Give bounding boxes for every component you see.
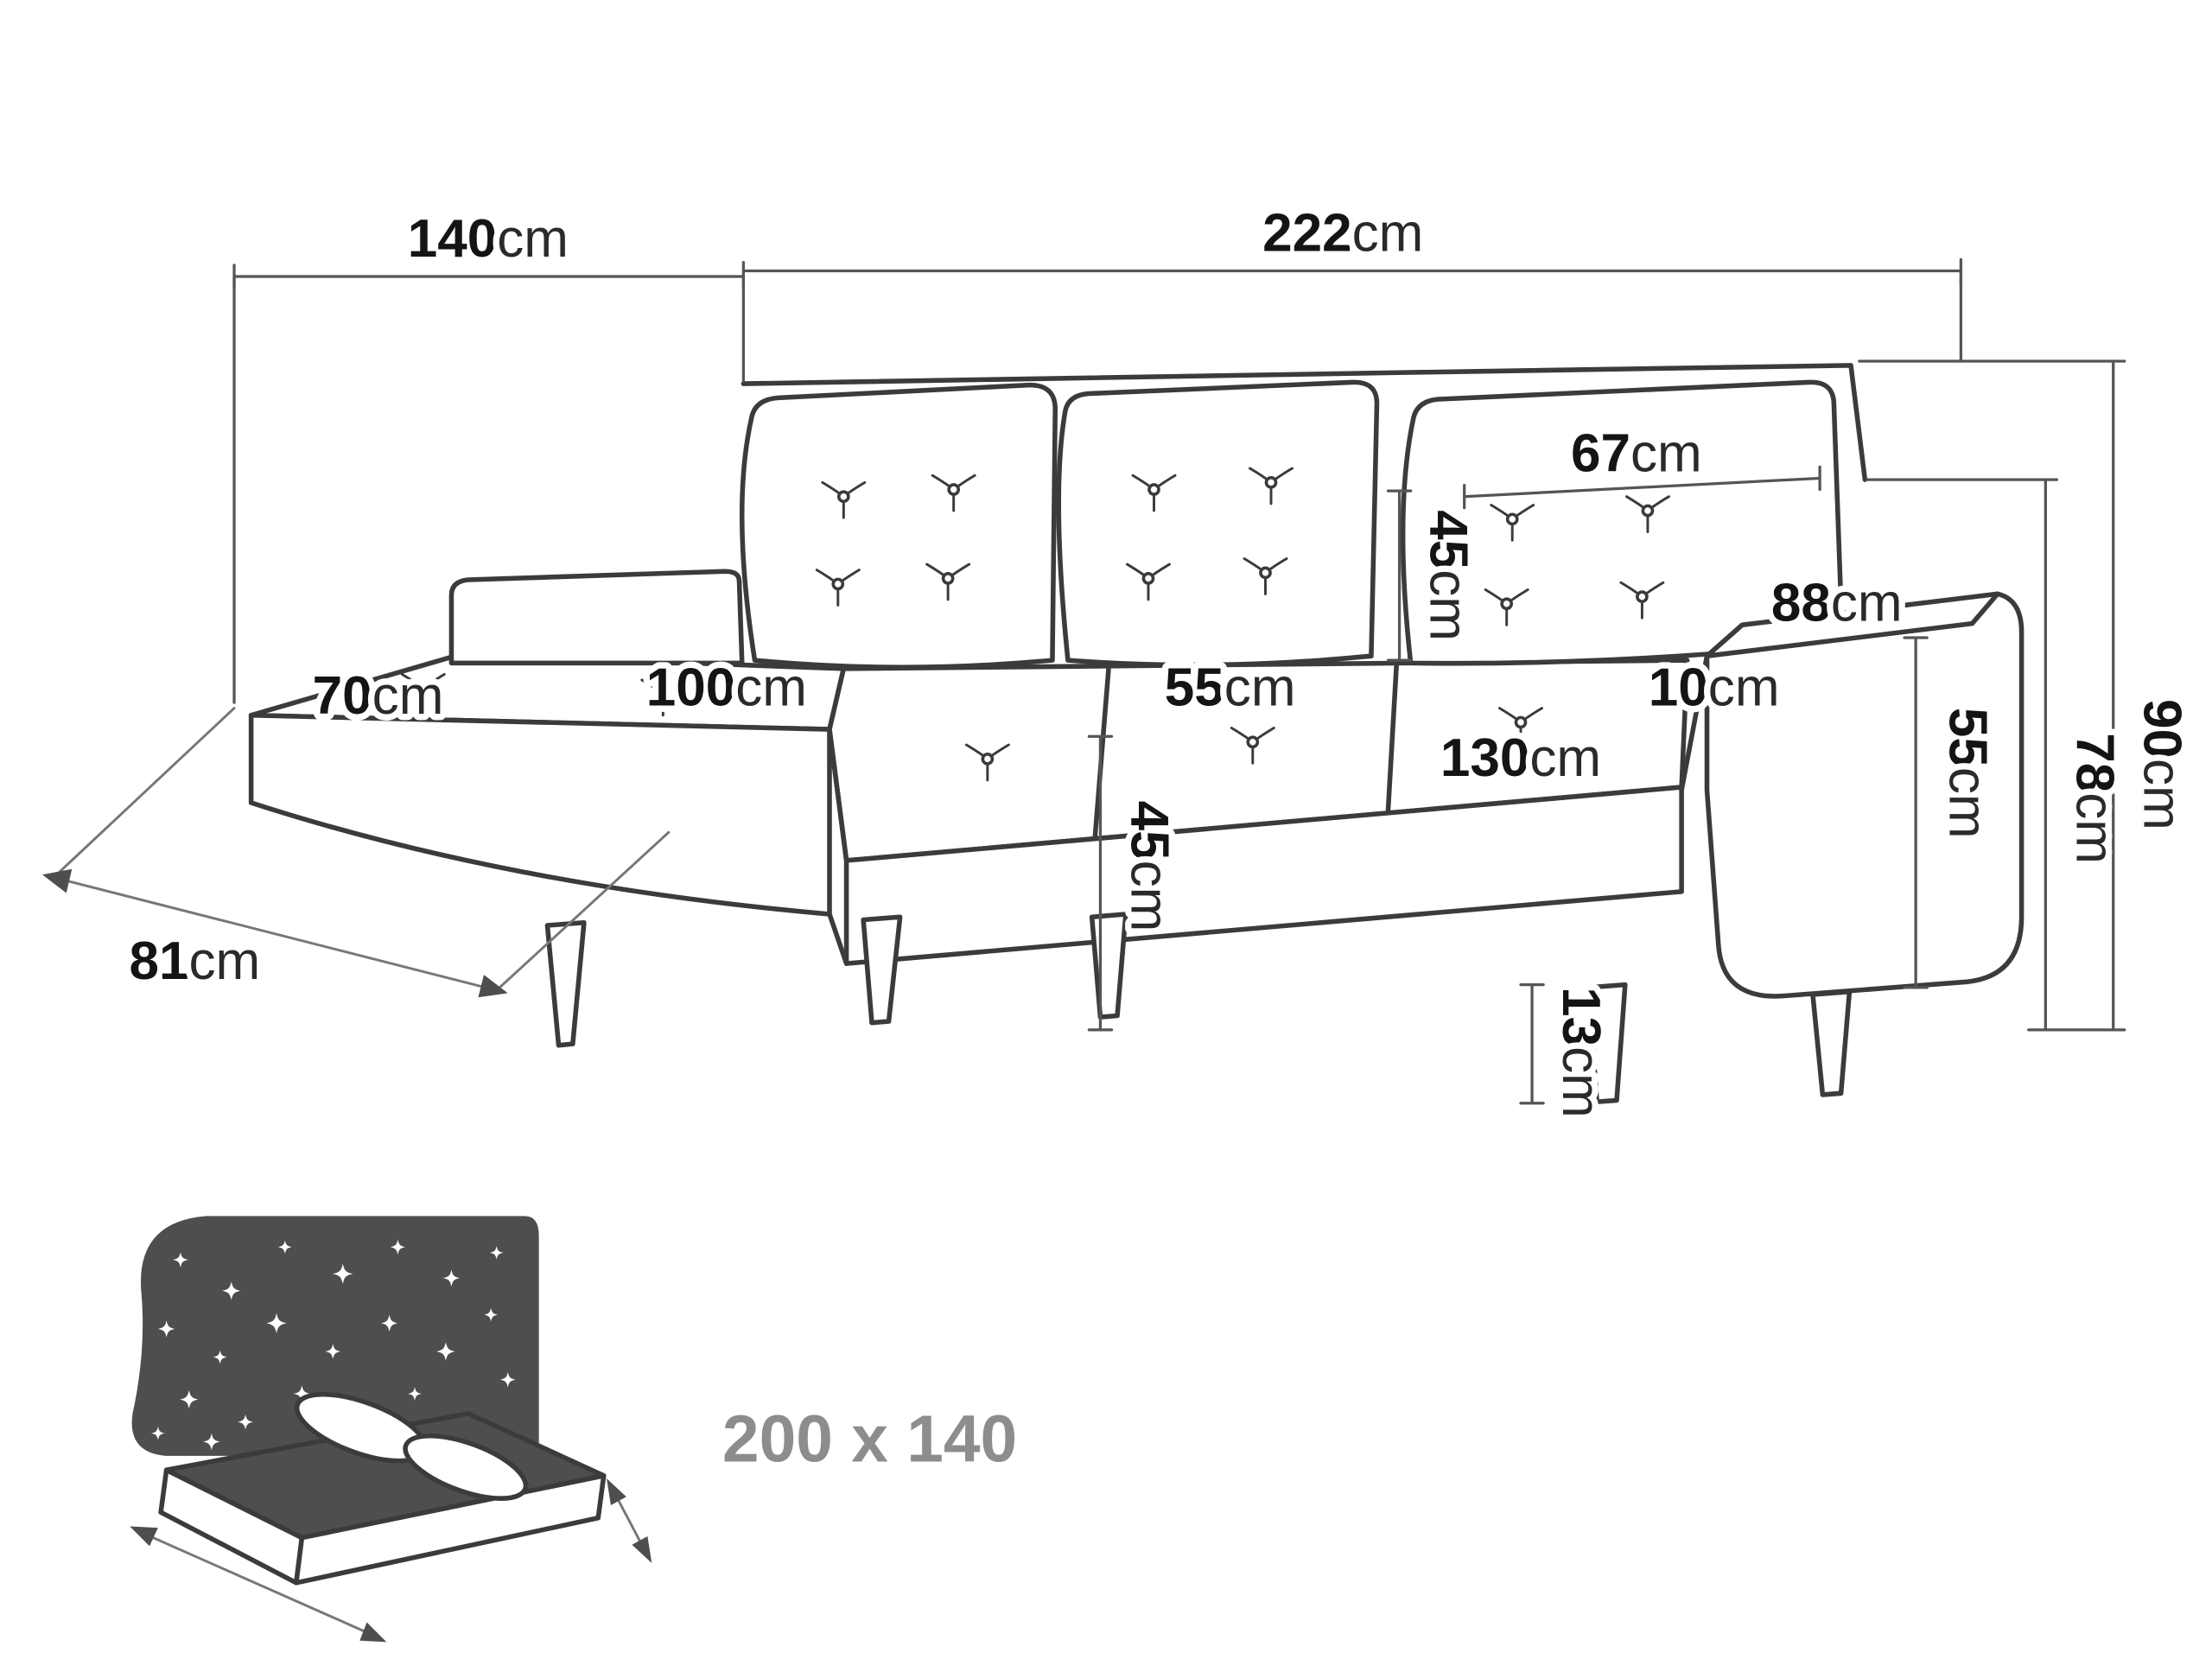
label-armrest-width: 10cm <box>1649 658 1780 717</box>
right-armrest <box>1679 591 2024 999</box>
label-total-height: 90cm <box>2133 699 2192 830</box>
back-cushion-left <box>739 382 1058 670</box>
mattress <box>158 1391 607 1586</box>
label-chaise-section-width: 140cm <box>408 209 569 269</box>
label-armrest-length: 88cm <box>1771 573 1903 632</box>
starry-headboard <box>131 1216 539 1456</box>
label-chaise-front-width: 70cm <box>313 666 444 726</box>
label-total-width: 222cm <box>1262 204 1423 264</box>
label-chaise-length: 100cm <box>646 658 807 717</box>
label-seat-height: 45cm <box>1119 801 1179 932</box>
sleeping-size-label: 200 x 140 <box>722 1402 1017 1476</box>
sofa-outline <box>248 363 2024 1104</box>
back-cushion-right <box>1400 379 1846 666</box>
bed-size-arrows <box>130 1478 652 1643</box>
label-seat-width: 130cm <box>1440 728 1601 788</box>
dim-line-leg-height <box>1519 982 1545 1105</box>
dim-line-seat-height <box>1087 734 1114 1032</box>
seat-top-surface <box>248 652 1690 863</box>
label-armrest-height: 55cm <box>1937 708 1997 839</box>
sofa-legs <box>544 912 1853 1104</box>
label-chaise-floor-depth: 81cm <box>129 931 260 991</box>
dim-line-back-cushion-width <box>1463 465 1821 510</box>
dim-line-back-cushion-height <box>1386 489 1413 662</box>
label-leg-height: 13cm <box>1551 987 1611 1118</box>
dim-line-backrest-height <box>1866 478 2059 1032</box>
dimension-lines <box>41 257 2126 1105</box>
label-back-cushion-width: 67cm <box>1571 423 1702 483</box>
label-back-cushion-height: 45cm <box>1419 510 1478 641</box>
back-cushion-middle <box>1056 379 1380 668</box>
dim-line-armrest-height <box>1903 636 1929 989</box>
sofa-back-frame <box>741 363 1868 482</box>
chaise-body <box>248 712 849 966</box>
pillow <box>403 1433 529 1501</box>
floor-projection <box>41 707 671 998</box>
dimension-labels: 140cm 222cm 67cm 45cm 88cm 70cm 100cm 55… <box>123 197 2198 1124</box>
sleeping-area-pictogram: 200 x 140 <box>130 1216 1017 1643</box>
left-armrest <box>448 569 745 666</box>
label-backrest-height: 78cm <box>2064 733 2124 864</box>
label-seat-depth: 55cm <box>1165 658 1296 717</box>
extension-lines-top <box>232 269 1963 704</box>
dim-line-total-width <box>741 257 1963 287</box>
sofa-front-face <box>843 785 1684 966</box>
